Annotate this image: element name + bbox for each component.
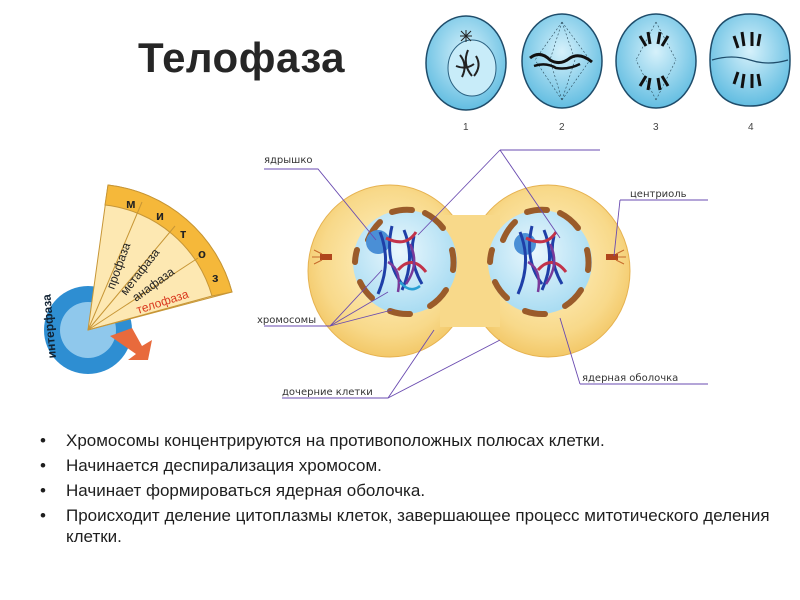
centriole-left <box>312 249 332 265</box>
label-chromosomes: хромосомы <box>257 315 316 326</box>
stage-number-2: 2 <box>559 122 565 133</box>
leader-lines <box>264 149 708 399</box>
centriole-right <box>606 249 626 265</box>
interphase-label: интерфаза <box>39 293 59 359</box>
arrow-icon <box>110 328 152 360</box>
label-daughter-cells: дочерние клетки <box>282 387 373 398</box>
stage-cell-2 <box>521 13 603 109</box>
stage-number-3: 3 <box>653 122 659 133</box>
bullet-item-3: Начинает формироваться ядерная оболочка. <box>38 480 778 501</box>
stage-number-4: 4 <box>748 122 754 133</box>
stage-cell-4 <box>709 13 791 107</box>
bullet-item-4: Происходит деление цитоплазмы клеток, за… <box>38 505 778 547</box>
bullet-list: Хромосомы концентрируются на противополо… <box>38 430 778 551</box>
dividing-cell <box>307 184 631 358</box>
label-nuclear-envelope: ядерная оболочка <box>582 373 678 384</box>
stage-cell-1 <box>425 15 507 111</box>
mitosis-letter-4: о <box>198 246 206 261</box>
stage-number-1: 1 <box>463 122 469 133</box>
label-centriole: центриоль <box>630 189 687 200</box>
mitosis-band <box>104 184 233 297</box>
bullet-item-2: Начинается деспирализация хромосом. <box>38 455 778 476</box>
mitosis-letter-3: т <box>180 226 186 241</box>
mitosis-letter-1: м <box>126 196 136 211</box>
mitosis-letter-2: и <box>156 208 164 223</box>
page-title: Телофаза <box>138 34 346 81</box>
right-nucleus <box>487 206 592 318</box>
mitosis-wheel: м и т о з профаза метафаза анафаза телоф… <box>39 184 233 374</box>
mitosis-letter-5: з <box>212 270 219 285</box>
bullet-item-1: Хромосомы концентрируются на противополо… <box>38 430 778 451</box>
left-nucleus <box>352 206 457 318</box>
label-nucleolus: ядрышко <box>264 155 312 166</box>
stage-cell-3 <box>615 13 697 109</box>
